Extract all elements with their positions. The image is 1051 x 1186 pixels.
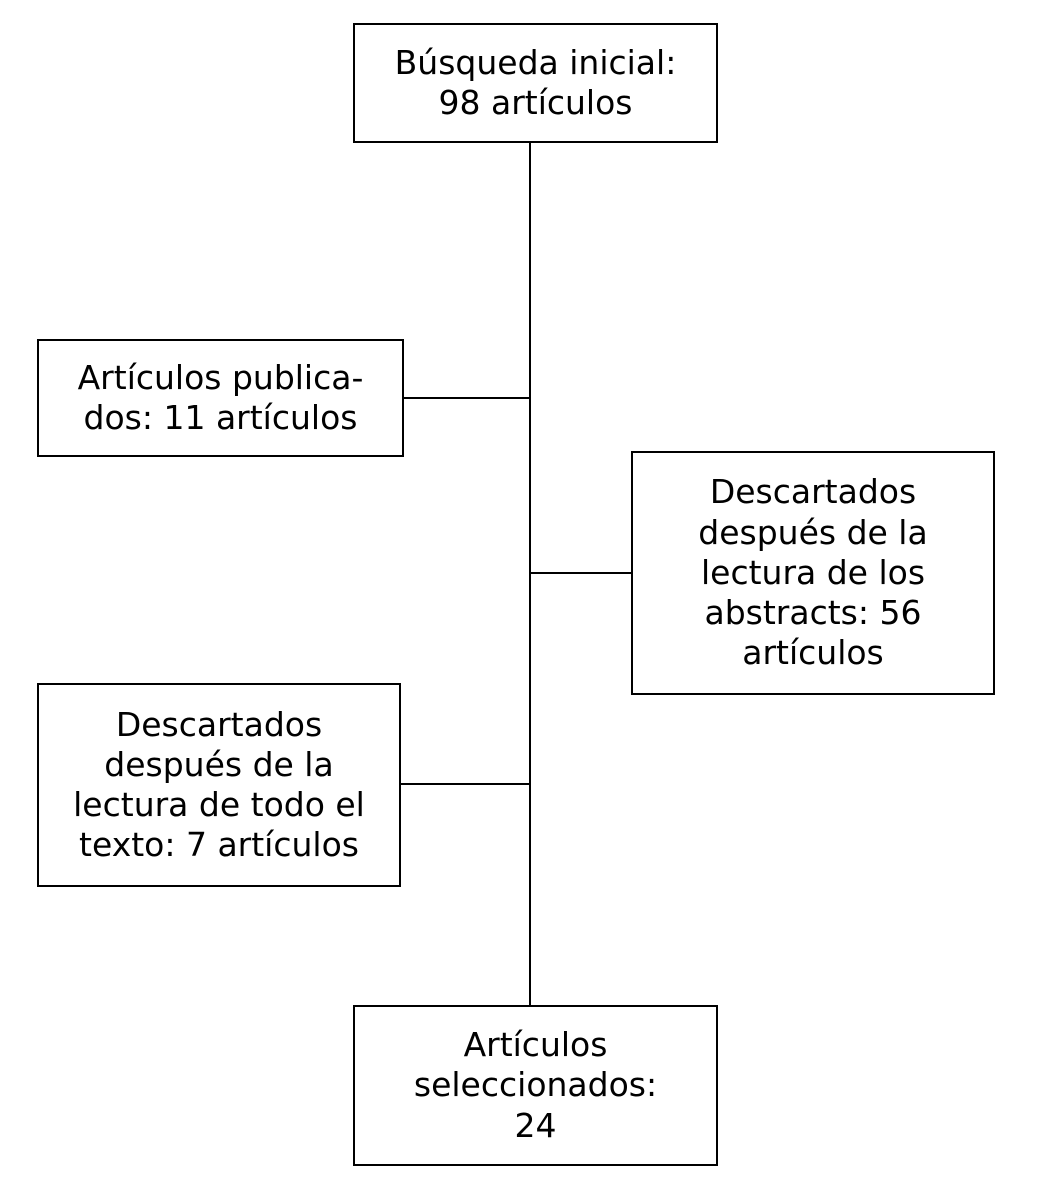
connector-discarded-fulltext-branch [401,783,530,785]
node-selected-articles-label: Artículos seleccionados: 24 [413,1025,658,1145]
node-published-articles: Artículos publica- dos: 11 artículos [37,339,404,457]
node-published-articles-label: Artículos publica- dos: 11 artículos [77,357,364,437]
node-selected-articles: Artículos seleccionados: 24 [353,1005,718,1166]
node-initial-search-label: Búsqueda inicial: 98 artículos [394,42,677,122]
node-discarded-after-abstracts: Descartados después de la lectura de los… [631,451,995,695]
node-initial-search: Búsqueda inicial: 98 artículos [353,23,718,143]
connector-discarded-abstracts-branch [531,572,631,574]
node-discarded-after-full-text-label: Descartados después de la lectura de tod… [73,704,365,865]
connector-published-branch [404,397,530,399]
node-discarded-after-abstracts-label: Descartados después de la lectura de los… [698,472,928,673]
node-discarded-after-full-text: Descartados después de la lectura de tod… [37,683,401,887]
connector-trunk-vertical [529,143,531,1005]
